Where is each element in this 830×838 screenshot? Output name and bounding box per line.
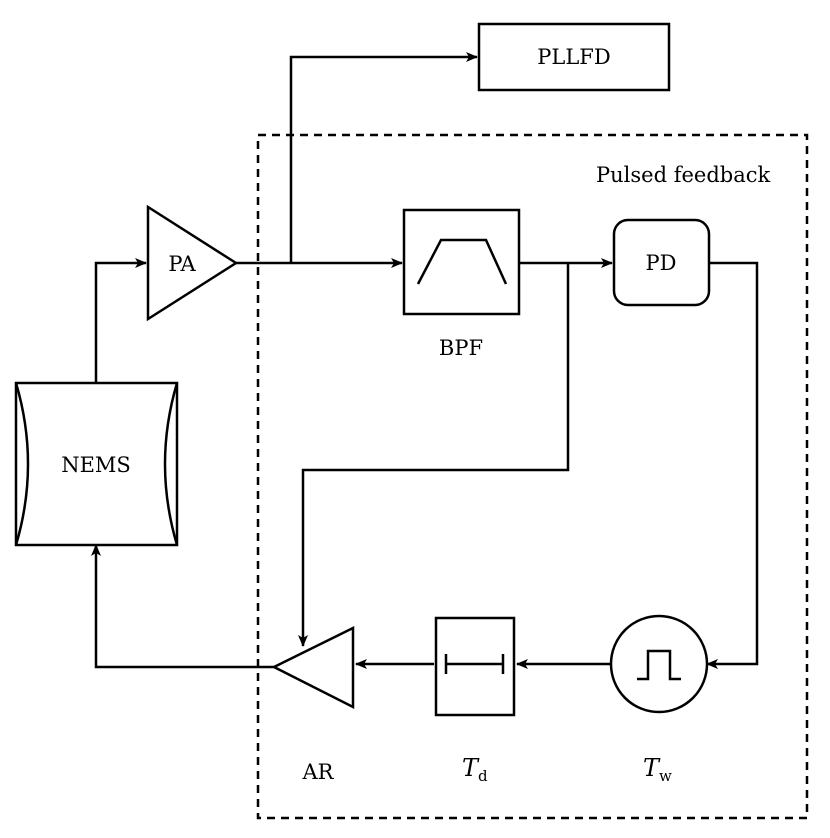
pulse-icon	[637, 649, 681, 681]
wire-nems-to-pa	[94, 258, 147, 383]
pllfd-block: PLLFD	[477, 22, 671, 92]
pa-label: PA	[168, 252, 196, 276]
nems-resonator: NEMS	[14, 381, 179, 547]
delay-label: Td	[462, 754, 488, 785]
pulse-label: Tw	[643, 754, 672, 785]
pulsed-feedback-label: Pulsed feedback	[596, 163, 770, 187]
pd-label: PD	[646, 251, 677, 275]
ar-amplifier: AR	[271, 625, 355, 784]
bandpass-filter: BPF	[402, 208, 521, 360]
pulsed-feedback-region	[256, 133, 809, 820]
pllfd-label: PLLFD	[537, 45, 610, 69]
wire-pd-to-pulse	[706, 261, 759, 669]
power-detector: PD	[612, 218, 711, 307]
pa-amplifier: PA	[146, 204, 239, 322]
bpf-label: BPF	[439, 336, 483, 360]
bandpass-icon	[416, 238, 508, 285]
wire-ar-to-nems	[91, 544, 274, 669]
pulse-generator: Tw	[609, 614, 709, 785]
ar-label: AR	[302, 760, 335, 784]
delay-block: Td	[434, 616, 516, 785]
nems-label: NEMS	[61, 453, 131, 477]
delay-icon	[444, 654, 505, 674]
wire-to-pllfd	[289, 52, 478, 263]
wire-bpf-to-ar	[298, 263, 570, 647]
